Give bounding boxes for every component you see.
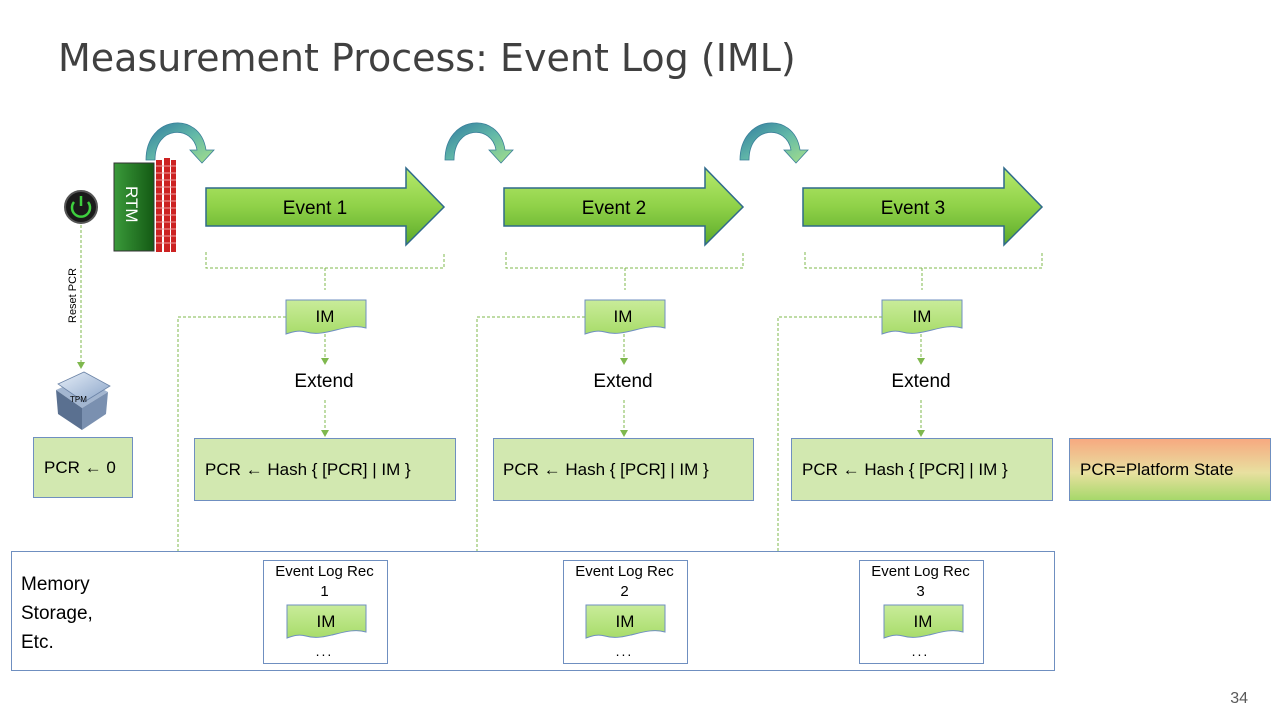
pcr-initial-box: PCR ← 0 bbox=[33, 437, 133, 498]
pcr-hash-label: PCR ← Hash { [PCR] | IM } bbox=[802, 459, 1008, 479]
pcr-hash-box-3: PCR ← Hash { [PCR] | IM } bbox=[791, 438, 1053, 501]
event-arrow-2: Event 2 bbox=[503, 166, 745, 247]
curved-arrow-icon bbox=[444, 122, 514, 164]
extend-connectors bbox=[321, 334, 925, 437]
im-doc-1: IM bbox=[285, 299, 367, 335]
curved-arrow-icon bbox=[145, 122, 215, 164]
pcr-hash-label: PCR ← Hash { [PCR] | IM } bbox=[503, 459, 709, 479]
log-title: Event Log Rec bbox=[575, 563, 674, 580]
tpm-label: TPM bbox=[70, 395, 87, 404]
curved-arrow-icon bbox=[739, 122, 809, 164]
pcr-initial-label: PCR ← 0 bbox=[44, 457, 116, 477]
im-label: IM bbox=[614, 307, 633, 326]
log-number: 2 bbox=[620, 583, 629, 600]
event-braces bbox=[205, 252, 1043, 290]
tpm-chip-icon: TPM bbox=[56, 371, 111, 430]
event-label: Event 1 bbox=[283, 198, 347, 219]
im-label: IM bbox=[316, 307, 335, 326]
event-arrow-3: Event 3 bbox=[802, 166, 1044, 247]
event-log-record-title: Event Log Rec 1 bbox=[263, 562, 386, 602]
slide-title: Measurement Process: Event Log (IML) bbox=[58, 36, 796, 80]
rtm-block: RTM bbox=[113, 158, 176, 252]
rtm-label: RTM bbox=[122, 186, 141, 223]
power-icon bbox=[64, 190, 98, 224]
extend-label: Extend bbox=[294, 371, 354, 392]
memory-label: Memory Storage, Etc. bbox=[21, 570, 141, 657]
event-label: Event 3 bbox=[881, 198, 945, 219]
memory-label-line: Etc. bbox=[21, 632, 54, 653]
log-title: Event Log Rec bbox=[871, 563, 970, 580]
reset-pcr-label: Reset PCR bbox=[67, 268, 79, 323]
extend-label: Extend bbox=[593, 371, 653, 392]
memory-label-line: Memory bbox=[21, 574, 90, 595]
extend-label: Extend bbox=[891, 371, 951, 392]
event-arrow-1: Event 1 bbox=[205, 166, 446, 247]
log-number: 3 bbox=[916, 583, 925, 600]
platform-state-label: PCR=Platform State bbox=[1080, 459, 1234, 479]
page-number: 34 bbox=[1230, 690, 1248, 707]
event-log-record-2 bbox=[563, 560, 688, 664]
event-label: Event 2 bbox=[582, 198, 646, 219]
im-label: IM bbox=[913, 307, 932, 326]
pcr-hash-box-2: PCR ← Hash { [PCR] | IM } bbox=[493, 438, 754, 501]
event-log-record-title: Event Log Rec 2 bbox=[563, 562, 686, 602]
event-log-record-title: Event Log Rec 3 bbox=[859, 562, 982, 602]
memory-label-line: Storage, bbox=[21, 603, 93, 624]
pcr-hash-box-1: PCR ← Hash { [PCR] | IM } bbox=[194, 438, 456, 501]
log-number: 1 bbox=[320, 583, 329, 600]
log-ellipsis: ... bbox=[911, 643, 930, 659]
im-doc-2: IM bbox=[584, 299, 666, 335]
platform-state-box: PCR=Platform State bbox=[1069, 438, 1271, 501]
log-title: Event Log Rec bbox=[275, 563, 374, 580]
log-ellipsis: ... bbox=[315, 643, 334, 659]
pcr-hash-label: PCR ← Hash { [PCR] | IM } bbox=[205, 459, 411, 479]
im-doc-3: IM bbox=[881, 299, 963, 335]
log-ellipsis: ... bbox=[615, 643, 634, 659]
